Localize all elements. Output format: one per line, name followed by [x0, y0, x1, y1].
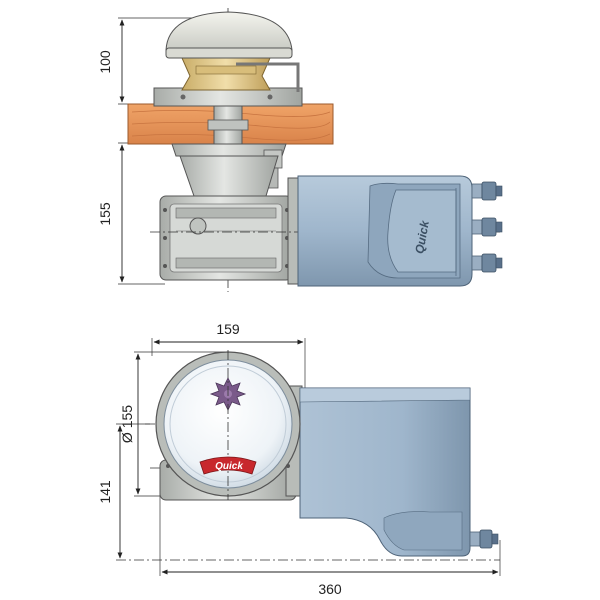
gypsy-wheel [181, 57, 271, 91]
electric-motor: Quick [297, 175, 473, 287]
cable-gland-icon [471, 181, 503, 273]
front-logo-text: Quick [215, 461, 243, 472]
capstan-cap [165, 11, 293, 59]
gearbox-cone [179, 155, 279, 197]
top-base-plate [153, 87, 303, 107]
dimension-label-159: 159 [216, 321, 240, 337]
dimension-label-100: 100 [97, 50, 113, 74]
bolt [166, 464, 170, 468]
dimension-side-height: 141 [97, 423, 500, 561]
dimension-length: 360 [159, 490, 501, 597]
bolt [286, 464, 290, 468]
dimension-label-141: 141 [97, 480, 113, 504]
motor-side-logo: Quick [412, 218, 432, 255]
gearbox-housing [159, 195, 293, 281]
bolt [180, 94, 186, 100]
dimension-body-height: 155 [97, 142, 170, 285]
cable-gland-icon [469, 529, 499, 549]
dimension-label-360: 360 [318, 581, 342, 597]
chain-stripper-arm [236, 62, 300, 92]
bolt [267, 94, 273, 100]
electric-motor-plan [299, 387, 471, 557]
front-logo-badge: Quick [199, 456, 257, 475]
dimension-label-155: 155 [97, 202, 113, 226]
